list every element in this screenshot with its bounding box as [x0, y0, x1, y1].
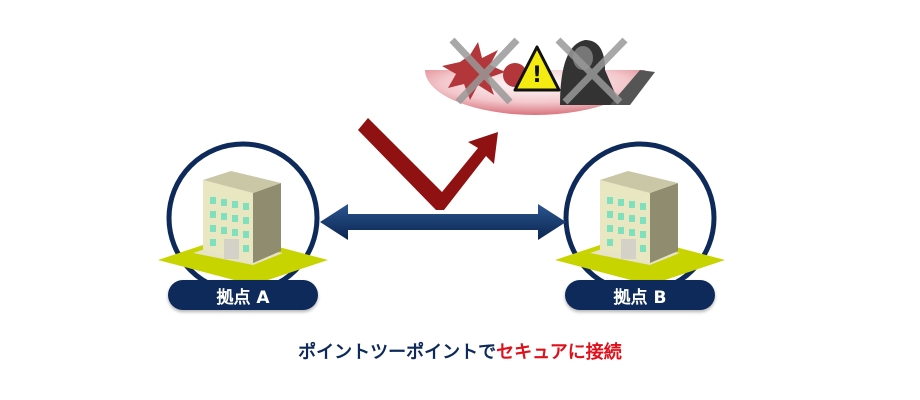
secure-connection-arrow: [320, 204, 566, 240]
cross-out-icons: [449, 37, 628, 105]
caption-part2: セキュアに接続: [496, 342, 622, 363]
threat-cloud: [425, 37, 655, 115]
caption-part1: ポイントツーポイントで: [298, 342, 497, 363]
caption: ポイントツーポイントでセキュアに接続: [0, 338, 920, 364]
warning-symbol: !: [532, 63, 542, 88]
intercept-arrow: [358, 118, 498, 210]
site-b-label: 拠点 B: [565, 280, 715, 310]
site-a-label: 拠点 A: [168, 280, 318, 310]
warning-icon: [513, 45, 561, 92]
